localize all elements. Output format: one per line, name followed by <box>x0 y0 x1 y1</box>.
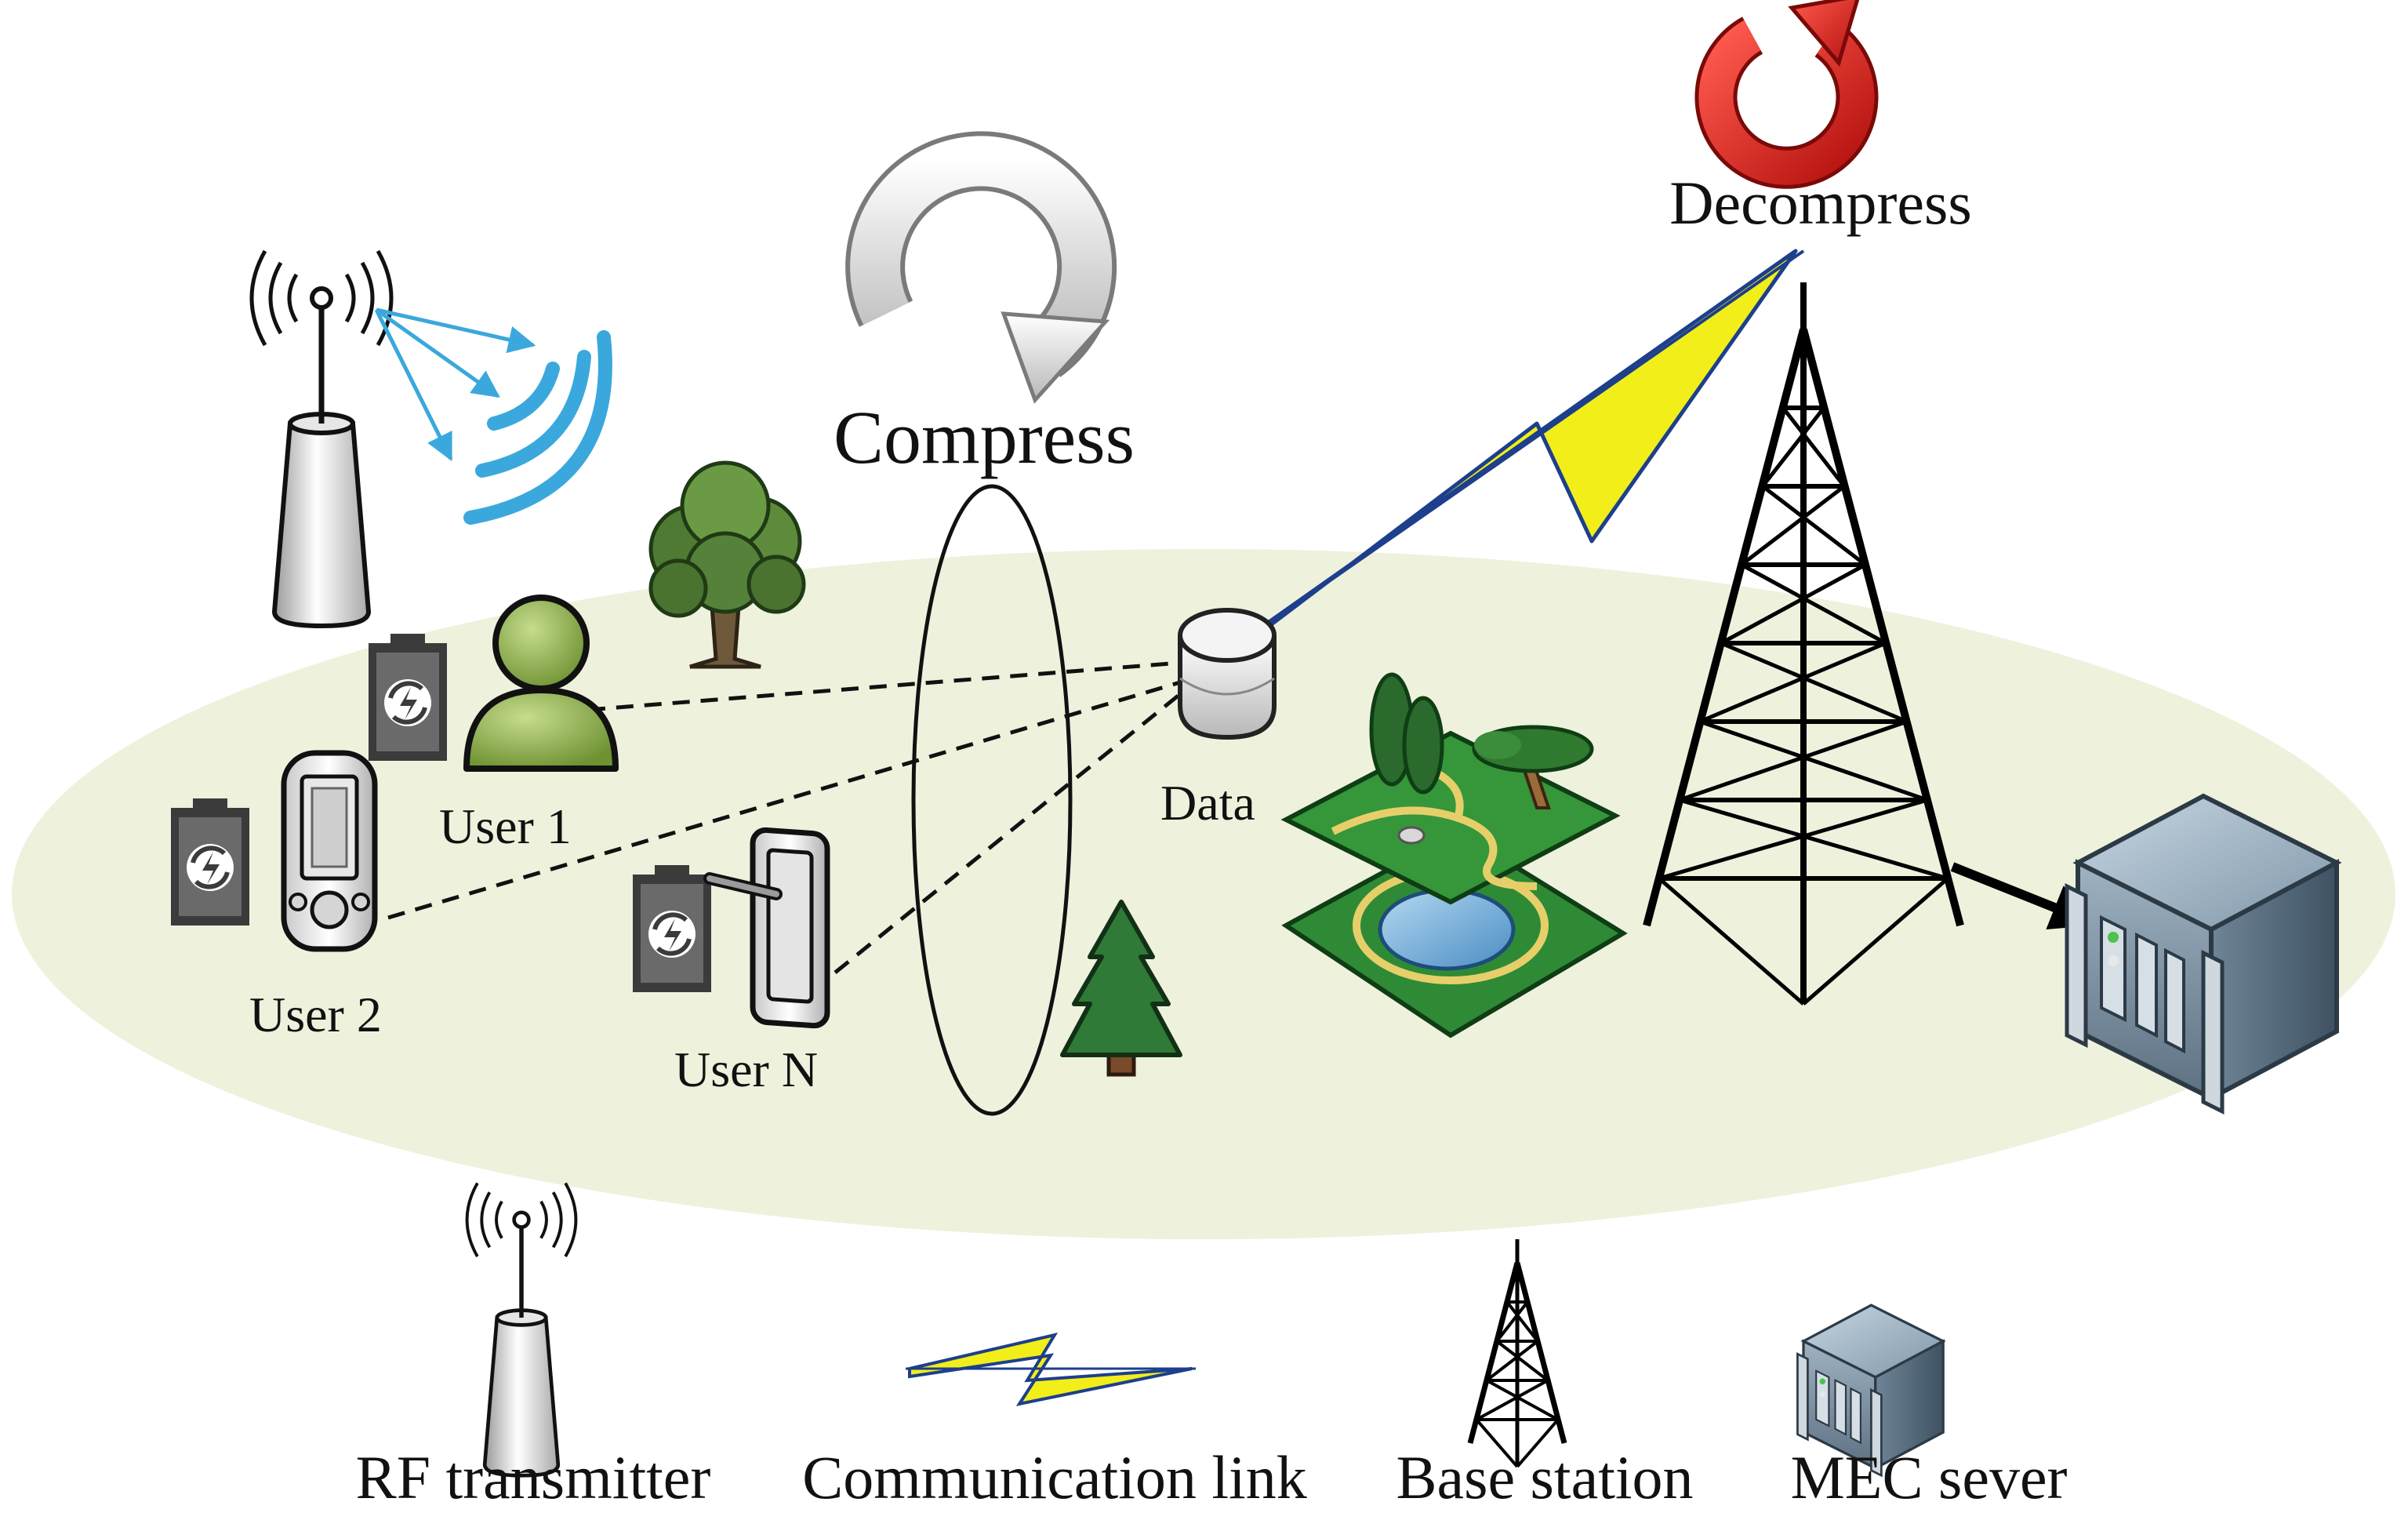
tree-icon <box>648 460 806 669</box>
userN-label: User N <box>674 1042 818 1097</box>
user-data-links <box>387 660 1182 974</box>
user2-label: User 2 <box>249 987 382 1042</box>
legend-rf-transmitter-label: RF transmitter <box>356 1443 711 1511</box>
legend: RF transmitter Communication link Base s… <box>356 1183 2068 1511</box>
user1-label: User 1 <box>439 798 572 854</box>
decompress-arrow-icon <box>1694 0 1879 189</box>
legend-base-station-icon <box>1470 1239 1564 1467</box>
legend-mec-server-label: MEC sever <box>1790 1443 2067 1511</box>
battery-icon-userN <box>633 865 711 992</box>
legend-communication-link-label: Communication link <box>802 1443 1306 1511</box>
compress-grouping-ellipse <box>911 484 1073 1116</box>
rf-transmitter-icon <box>252 251 391 626</box>
pine-tree-icon <box>1060 900 1182 1077</box>
decompress-label: Decompress <box>1669 169 1972 237</box>
legend-communication-link-icon <box>906 1332 1196 1406</box>
park-map-icon <box>1280 672 1628 1038</box>
user-avatar-icon <box>463 595 619 772</box>
rf-wave-icon <box>463 330 612 525</box>
data-storage-icon <box>1178 608 1277 740</box>
tablet-device-icon <box>703 827 830 1029</box>
data-label: Data <box>1160 775 1255 831</box>
battery-icon-user2 <box>171 798 249 926</box>
legend-base-station-label: Base station <box>1396 1443 1693 1511</box>
compress-arrow-icon <box>845 131 1117 404</box>
battery-icon-user1 <box>369 634 447 761</box>
compress-label: Compress <box>834 395 1135 479</box>
rf-energy-arrows <box>374 307 536 462</box>
handheld-device-icon <box>281 750 378 952</box>
legend-rf-transmitter-icon <box>467 1183 576 1475</box>
